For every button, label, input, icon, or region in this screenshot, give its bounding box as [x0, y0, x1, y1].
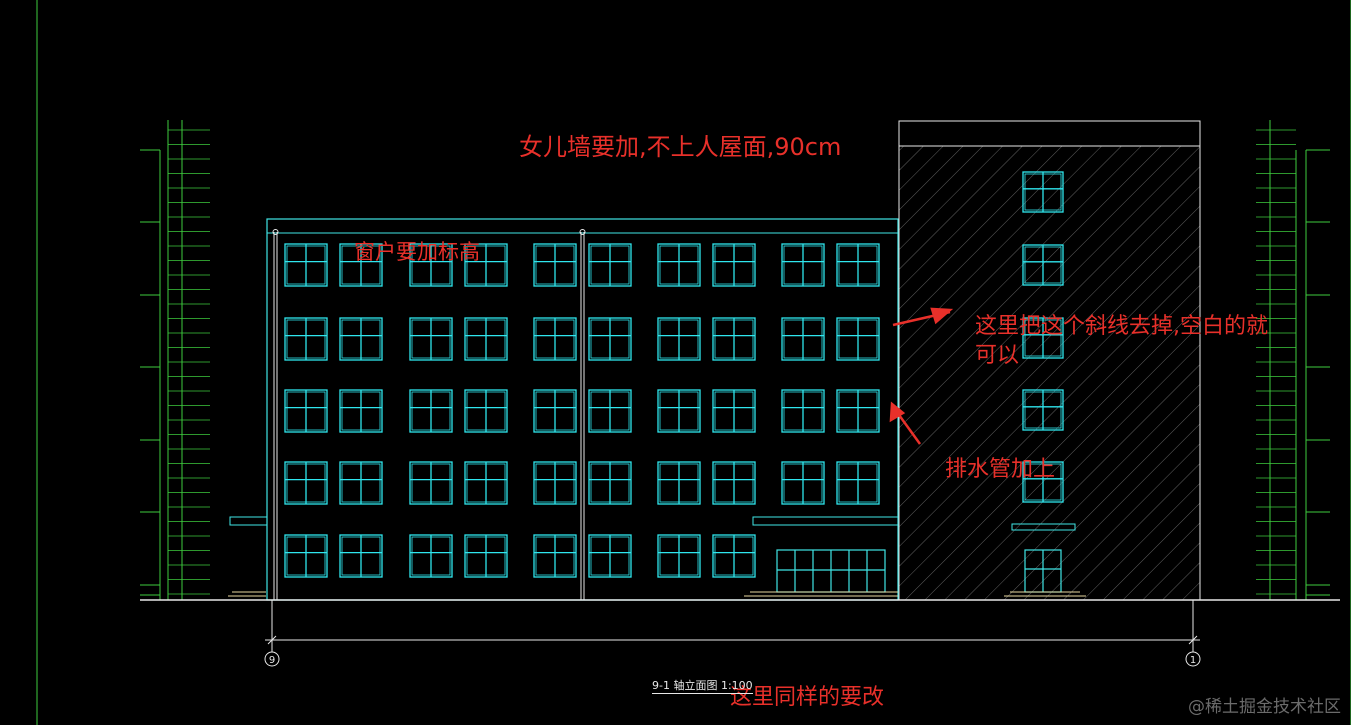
- main-building-parapet: [266, 218, 899, 234]
- window: [1022, 244, 1064, 286]
- window: [836, 461, 880, 505]
- drain-pipe-middle: [579, 229, 586, 600]
- drain-pipe-left: [272, 229, 279, 600]
- window: [588, 534, 632, 578]
- window: [1022, 171, 1064, 213]
- left-canopy: [229, 516, 268, 526]
- arrow-drain-pipe: [889, 401, 922, 445]
- window: [836, 389, 880, 433]
- window: [781, 317, 825, 361]
- window: [284, 461, 328, 505]
- window: [712, 243, 756, 287]
- window: [712, 461, 756, 505]
- window: [533, 534, 577, 578]
- window: [284, 534, 328, 578]
- entrance-storefront: [776, 549, 886, 593]
- window: [657, 461, 701, 505]
- window: [339, 461, 383, 505]
- window: [657, 389, 701, 433]
- tower-windows: [1022, 171, 1064, 503]
- window: [712, 317, 756, 361]
- window: [409, 534, 453, 578]
- window: [409, 389, 453, 433]
- window: [588, 461, 632, 505]
- window: [588, 243, 632, 287]
- window: [464, 534, 508, 578]
- annotation-parapet: 女儿墙要加,不上人屋面,90cm: [519, 133, 842, 161]
- window: [781, 243, 825, 287]
- window: [464, 243, 508, 287]
- window: [409, 317, 453, 361]
- window: [657, 317, 701, 361]
- window: [464, 461, 508, 505]
- window: [339, 534, 383, 578]
- window: [284, 243, 328, 287]
- window: [464, 317, 508, 361]
- window: [657, 534, 701, 578]
- window: [339, 389, 383, 433]
- drawing-caption: 9-1 轴立面图 1:100: [652, 679, 753, 694]
- window: [533, 389, 577, 433]
- window: [836, 243, 880, 287]
- window: [284, 317, 328, 361]
- window: [1022, 317, 1064, 359]
- entrance-canopy: [752, 516, 899, 526]
- window: [464, 389, 508, 433]
- tower-hatch: [899, 146, 1200, 600]
- axis-dimension: [264, 600, 1201, 667]
- window: [712, 534, 756, 578]
- watermark: @稀土掘金技术社区: [1188, 697, 1341, 717]
- main-building-windows: [284, 243, 880, 578]
- left-scale-ticks: [168, 129, 210, 595]
- window: [339, 243, 383, 287]
- steps: [228, 591, 1086, 597]
- window: [781, 389, 825, 433]
- window: [1022, 389, 1064, 431]
- annotation-window-elevation: 窗户要加标高: [354, 240, 480, 264]
- tower-canopy: [1011, 523, 1076, 531]
- window: [836, 317, 880, 361]
- window: [657, 243, 701, 287]
- annotation-remove-hatch-continued: 可以: [975, 343, 1020, 368]
- window: [284, 389, 328, 433]
- window: [409, 461, 453, 505]
- annotation-drain-pipe: 排水管加上: [945, 457, 1056, 482]
- window: [781, 461, 825, 505]
- right-elevation-scale: [1269, 120, 1330, 600]
- annotation-remove-hatch: 这里把这个斜线去掉,空白的就: [975, 314, 1268, 339]
- axis-label-right: 1: [1190, 655, 1196, 666]
- window: [339, 317, 383, 361]
- left-elevation-scale: [140, 120, 183, 600]
- window: [588, 317, 632, 361]
- window: [1022, 461, 1064, 503]
- right-scale-ticks: [1256, 129, 1296, 595]
- arrow-remove-hatch: [892, 307, 954, 327]
- window: [588, 389, 632, 433]
- window: [533, 243, 577, 287]
- window: [712, 389, 756, 433]
- window: [409, 243, 453, 287]
- axis-label-left: 9: [269, 655, 275, 666]
- window: [533, 317, 577, 361]
- annotation-same-change: 这里同样的要改: [730, 685, 885, 710]
- window: [533, 461, 577, 505]
